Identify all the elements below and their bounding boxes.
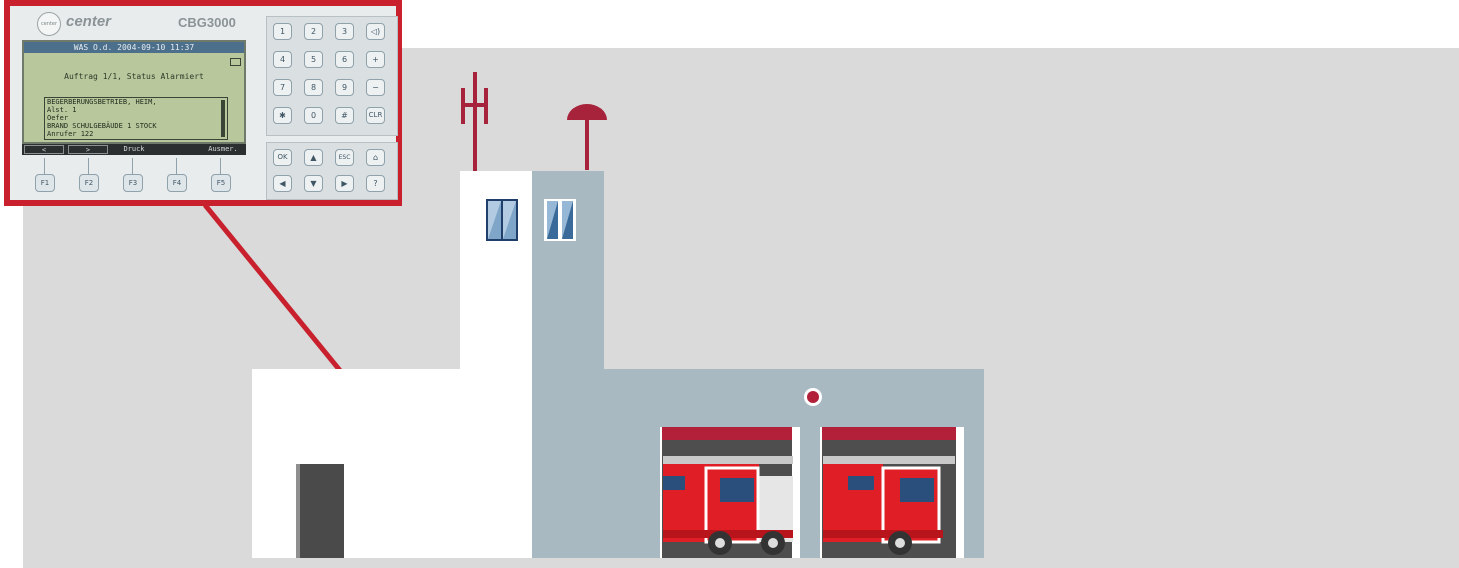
key-3[interactable]: 3 — [335, 23, 354, 40]
key-7[interactable]: 7 — [273, 79, 292, 96]
left-building-block — [252, 369, 532, 558]
arrow-right-icon[interactable]: ▶ — [335, 175, 354, 192]
device-closeup-panel: center center CBG3000 WAS O.d. 2004-09-1… — [4, 0, 402, 206]
lcd-screen: WAS O.d. 2004-09-10 11:37 Auftrag 1/1, S… — [22, 40, 246, 144]
softkey-label: Ausmer. — [202, 145, 244, 154]
lcd-message-line: Anrufer 122 — [47, 131, 93, 138]
star-key[interactable]: ✱ — [273, 107, 292, 124]
key-1[interactable]: 1 — [273, 23, 292, 40]
hash-key[interactable]: # — [335, 107, 354, 124]
f2-key[interactable]: F2 — [79, 174, 99, 192]
arrow-up-icon[interactable]: ▲ — [304, 149, 323, 166]
brand-name: center — [66, 13, 111, 30]
lcd-status-line: Auftrag 1/1, Status Alarmiert — [24, 72, 244, 81]
softkey-bar: < > Druck Ausmer. — [22, 144, 246, 155]
lcd-message-box: BEGERBERUNGSBETRIEB, HEIM, Alst. 1 Oefer… — [44, 97, 228, 140]
softkey-label: Druck — [112, 145, 156, 154]
numeric-keypad: 1 2 3 ◁) 4 5 6 + 7 8 9 − ✱ 0 # CLR — [266, 16, 398, 136]
key-9[interactable]: 9 — [335, 79, 354, 96]
esc-key[interactable]: ESC — [335, 149, 354, 166]
softkey-label: > — [68, 145, 108, 154]
siren-icon — [567, 104, 607, 170]
door — [296, 464, 344, 558]
antenna-icon — [461, 72, 488, 172]
speaker-icon[interactable]: ◁) — [366, 23, 385, 40]
lcd-message-line: BEGERBERUNGSBETRIEB, HEIM, — [47, 99, 157, 106]
softkey-label: < — [24, 145, 64, 154]
key-0[interactable]: 0 — [304, 107, 323, 124]
key-8[interactable]: 8 — [304, 79, 323, 96]
f5-key[interactable]: F5 — [211, 174, 231, 192]
minus-key[interactable]: − — [366, 79, 385, 96]
tower-window-right — [544, 199, 576, 241]
ok-key[interactable]: OK — [273, 149, 292, 166]
f3-key[interactable]: F3 — [123, 174, 143, 192]
brand-logo: center — [37, 12, 61, 36]
fire-truck-right — [823, 456, 955, 555]
home-icon[interactable]: ⌂ — [366, 149, 385, 166]
f1-key[interactable]: F1 — [35, 174, 55, 192]
mail-icon — [230, 58, 241, 66]
lcd-message-line: BRAND SCHULGEBÄUDE 1 STOCK — [47, 123, 157, 130]
arrow-down-icon[interactable]: ▼ — [304, 175, 323, 192]
help-key[interactable]: ? — [366, 175, 385, 192]
navigation-keypad: OK ▲ ESC ⌂ ◀ ▼ ▶ ? — [266, 142, 398, 200]
lcd-title-bar: WAS O.d. 2004-09-10 11:37 — [24, 42, 244, 53]
softkey-label — [158, 145, 198, 154]
lcd-scrollbar — [221, 100, 225, 137]
lcd-message-line: Alst. 1 — [47, 107, 77, 114]
key-4[interactable]: 4 — [273, 51, 292, 68]
plus-key[interactable]: + — [366, 51, 385, 68]
tower-window-left — [486, 199, 518, 241]
arrow-left-icon[interactable]: ◀ — [273, 175, 292, 192]
key-5[interactable]: 5 — [304, 51, 323, 68]
model-name: CBG3000 — [178, 15, 236, 30]
key-2[interactable]: 2 — [304, 23, 323, 40]
lcd-message-line: Oefer — [47, 115, 68, 122]
f4-key[interactable]: F4 — [167, 174, 187, 192]
clr-key[interactable]: CLR — [366, 107, 385, 124]
key-6[interactable]: 6 — [335, 51, 354, 68]
